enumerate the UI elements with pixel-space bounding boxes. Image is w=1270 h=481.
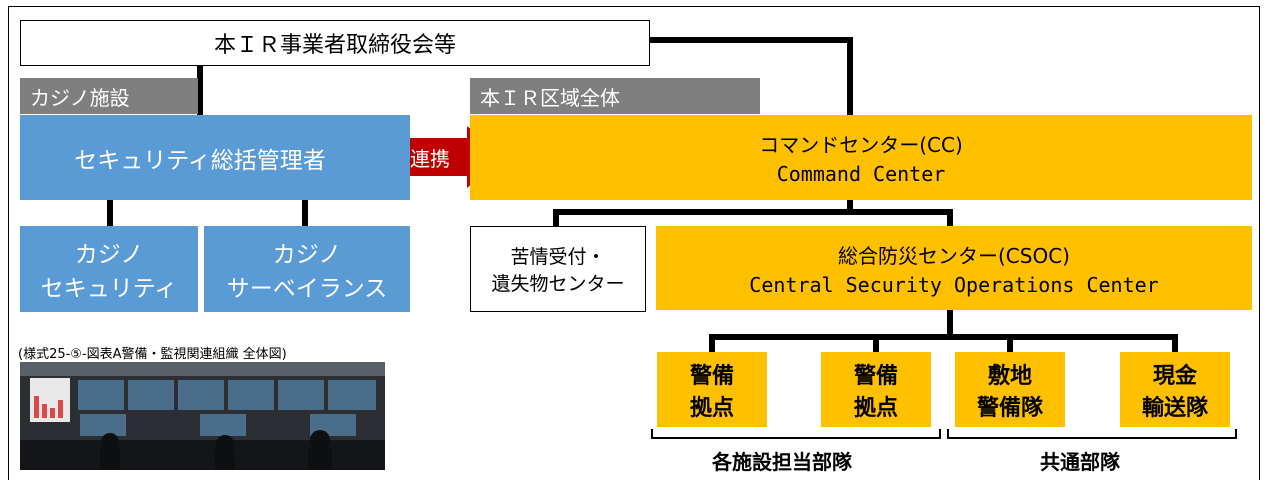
- csoc-box: 総合防災センター(CSOC) Central Security Operatio…: [656, 226, 1252, 310]
- unit-box: 警備拠点: [821, 352, 931, 427]
- group-common-label: 共通部隊: [1040, 450, 1120, 474]
- brace-facility: [651, 429, 941, 439]
- unit-box: 敷地警備隊: [955, 352, 1065, 427]
- casino-surveillance-box: カジノ サーベイランス: [204, 226, 410, 312]
- group-facility-label: 各施設担当部隊: [712, 450, 852, 474]
- unit-box: 警備拠点: [657, 352, 767, 427]
- casino-security-box: カジノ セキュリティ: [20, 226, 198, 312]
- command-center-box: コマンドセンター(CC) Command Center: [470, 115, 1252, 200]
- ir-area-tag: 本ＩＲ区域全体: [470, 78, 760, 114]
- board-label: 本ＩＲ事業者取締役会等: [213, 33, 456, 58]
- brace-common: [947, 429, 1237, 439]
- unit-box: 現金輸送隊: [1120, 352, 1230, 427]
- board-box: 本ＩＲ事業者取締役会等: [20, 20, 650, 66]
- casino-facility-tag: カジノ施設: [20, 78, 198, 114]
- diagram-frame: [8, 6, 1260, 480]
- link-label: 連携: [410, 147, 450, 171]
- control-room-photo: [20, 362, 385, 470]
- security-manager-box: セキュリティ総括管理者: [20, 115, 410, 200]
- figure-caption: (様式25-⑤-図表A警備・監視関連組織 全体図): [18, 347, 287, 362]
- command-center-en: Command Center: [776, 162, 946, 186]
- complaints-center-box: 苦情受付・ 遺失物センター: [470, 226, 646, 312]
- csoc-en: Central Security Operations Center: [749, 272, 1159, 297]
- csoc-ja: 総合防災センター(CSOC): [838, 243, 1070, 268]
- command-center-ja: コマンドセンター(CC): [759, 133, 963, 157]
